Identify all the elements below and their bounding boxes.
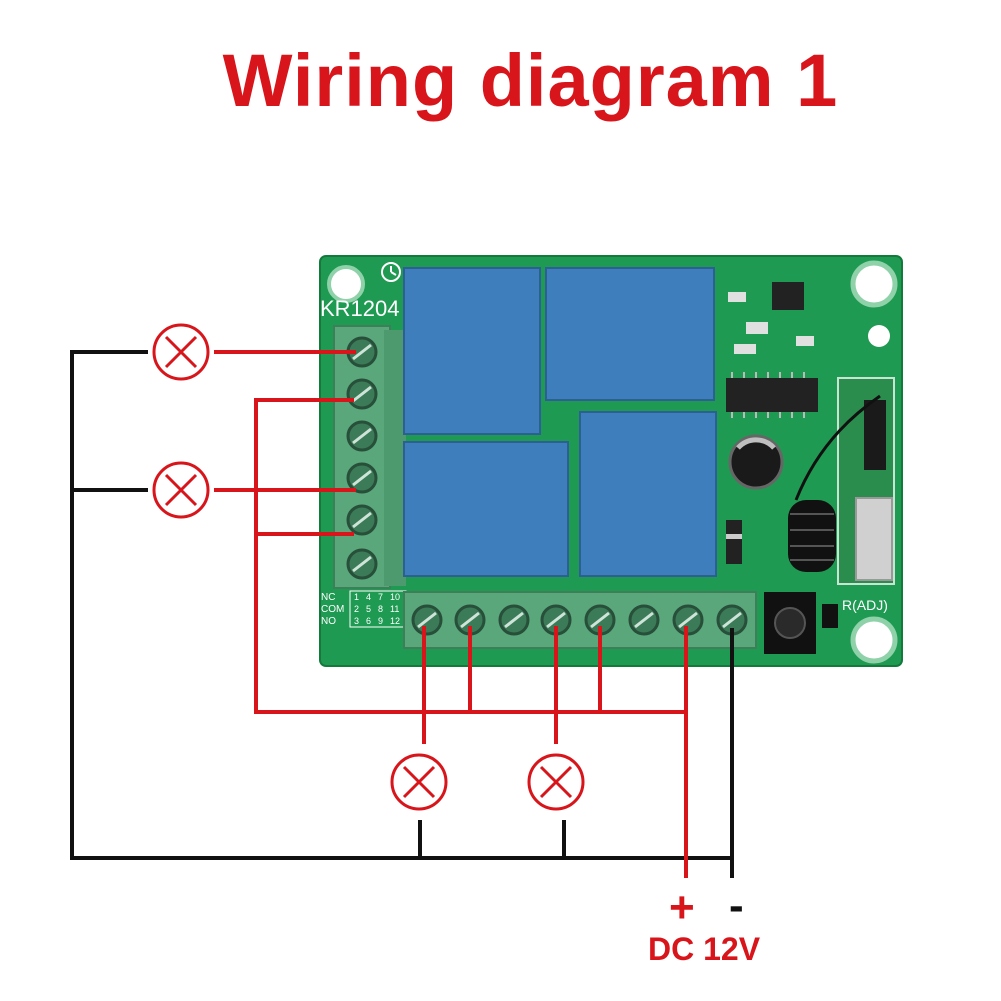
- lamp-icon: [390, 753, 448, 811]
- terminal-screw: [346, 548, 378, 580]
- mounting-hole: [850, 260, 898, 308]
- terminal-screw: [346, 420, 378, 452]
- relay-table: NC COM NO 1 4 7 10 2 5 8 11 3 6 9 12: [321, 590, 407, 628]
- antenna-coil: [788, 394, 881, 572]
- relay-table-cell: 10: [390, 592, 400, 602]
- relay-table-cell: 7: [378, 592, 383, 602]
- relay-table-cell: 9: [378, 616, 383, 626]
- relay-4: [579, 411, 717, 577]
- mounting-hole: [327, 265, 365, 303]
- wires-negative: [70, 350, 734, 878]
- terminal-block-left: [333, 325, 391, 589]
- mounting-hole: [850, 616, 898, 664]
- terminal-screw: [498, 604, 530, 636]
- terminal-screw: [540, 604, 572, 636]
- relays: [403, 267, 717, 577]
- plus-sign: +: [669, 883, 695, 932]
- ic-chip: [726, 378, 818, 412]
- relay-table-cell: 12: [390, 616, 400, 626]
- relay-table-cell: 8: [378, 604, 383, 614]
- relay-3: [403, 441, 569, 577]
- wires-positive: [214, 350, 688, 878]
- terminal-screw: [411, 604, 443, 636]
- relay-table-cell: 3: [354, 616, 359, 626]
- capacitor: [728, 434, 784, 490]
- relay-table-row-label: COM: [321, 604, 344, 615]
- model-label: KR1204: [320, 296, 400, 321]
- ic-chip-small: [772, 282, 804, 310]
- relay-table-cell: 5: [366, 604, 371, 614]
- learn-button: [764, 592, 816, 654]
- terminal-screws-left: [346, 336, 378, 580]
- diagram-title: Wiring diagram 1: [222, 39, 839, 122]
- terminal-screw: [346, 336, 378, 368]
- relay-table-cell: 2: [354, 604, 359, 614]
- adj-label: R(ADJ): [842, 597, 888, 613]
- relay-table-cell: 4: [366, 592, 371, 602]
- minus-sign: -: [729, 881, 744, 930]
- terminal-screw: [346, 462, 378, 494]
- terminal-screw: [346, 504, 378, 536]
- antenna-icon: [381, 262, 401, 282]
- relay-2: [545, 267, 715, 401]
- mounting-hole: [868, 325, 890, 347]
- relay-table-cell: 6: [366, 616, 371, 626]
- relay-table-cell: 11: [390, 604, 399, 614]
- terminal-screw: [628, 604, 660, 636]
- power-label: DC 12V: [648, 931, 761, 967]
- relay-table-row-label: NO: [321, 616, 336, 627]
- relay-table-cell: 1: [354, 592, 359, 602]
- lamp-icon: [152, 323, 210, 381]
- relay-table-row-label: NC: [321, 592, 335, 603]
- lamp-icon: [527, 753, 585, 811]
- diode: [726, 520, 742, 564]
- relay-board: KR1204: [319, 255, 903, 667]
- relay-1: [403, 267, 541, 435]
- lamp-icon: [152, 461, 210, 519]
- terminal-screw: [346, 378, 378, 410]
- terminal-screw: [584, 604, 616, 636]
